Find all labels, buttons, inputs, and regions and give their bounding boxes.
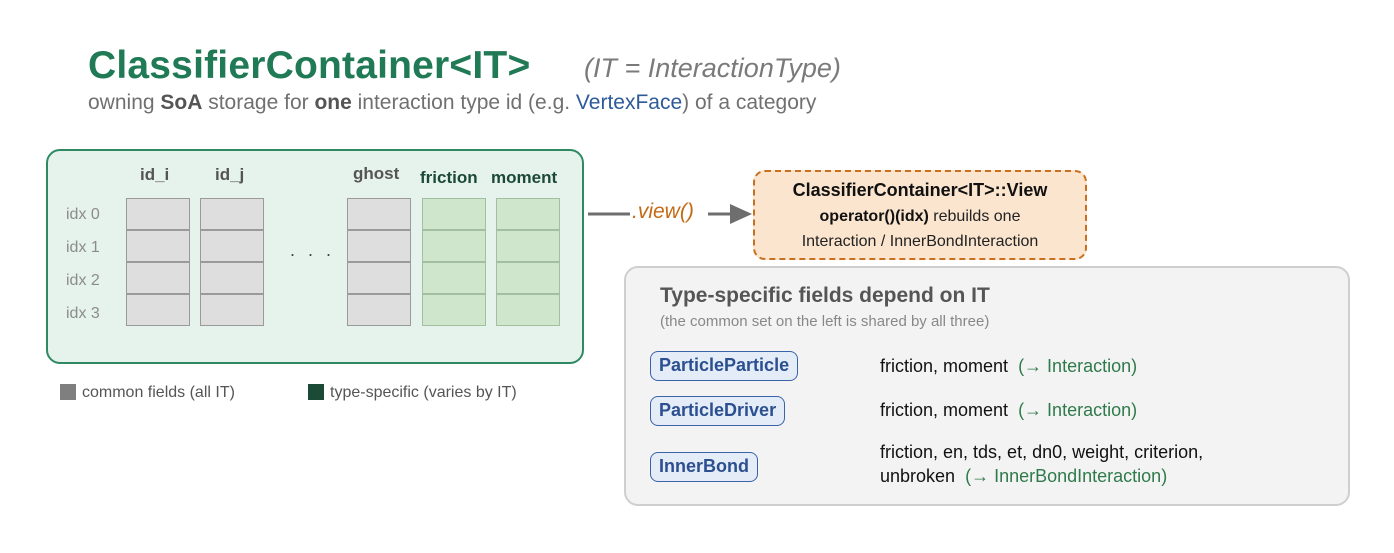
type-pill-inner-bond: InnerBond (650, 452, 758, 482)
legend-common-label: common fields (all IT) (82, 384, 235, 401)
type-fields-particle-driver: friction, moment (→ Interaction) (880, 398, 1137, 422)
fields-line-2: unbroken (→ InnerBondInteraction) (880, 464, 1203, 488)
fields-text: friction, en, tds, et, dn0, weight, crit… (880, 442, 1204, 462)
cell (496, 198, 560, 230)
cell (422, 230, 486, 262)
cell (200, 198, 264, 230)
arrow-head-icon (730, 204, 752, 224)
cell (496, 262, 560, 294)
cell (422, 262, 486, 294)
subtitle-mid1: storage for (202, 91, 315, 114)
view-box: ClassifierContainer<IT>::View operator()… (753, 170, 1087, 260)
row-label-2: idx 2 (66, 272, 100, 289)
cell (200, 230, 264, 262)
column-id-j (200, 198, 264, 326)
column-ghost (347, 198, 411, 326)
column-moment (496, 198, 560, 326)
legend-common-swatch (60, 384, 76, 400)
fields-text-2: unbroken (880, 466, 956, 486)
type-pill-particle-particle: ParticleParticle (650, 351, 799, 381)
cell (347, 198, 411, 230)
subtitle: owning SoA storage for one interaction t… (88, 91, 816, 115)
cell (422, 294, 486, 326)
legend-specific-swatch (308, 384, 324, 400)
legend-specific-label: type-specific (varies by IT) (330, 384, 517, 401)
row-label-1: idx 1 (66, 239, 100, 256)
cell (496, 230, 560, 262)
view-operator: operator()(idx) (819, 208, 929, 225)
view-description-line-2: Interaction / InnerBondInteraction (801, 233, 1039, 250)
panel-title: Type-specific fields depend on IT (660, 284, 990, 307)
subtitle-soa: SoA (160, 91, 203, 114)
cell (200, 294, 264, 326)
cell (126, 198, 190, 230)
fields-target: (→ InnerBondInteraction) (965, 466, 1168, 486)
subtitle-mid2: interaction type id (e.g. (351, 91, 576, 114)
column-id-i (126, 198, 190, 326)
view-arrow (588, 204, 752, 224)
subtitle-one: one (314, 91, 352, 114)
fields-target: (→ Interaction) (1018, 400, 1138, 420)
page-title: ClassifierContainer<IT> (88, 44, 531, 87)
column-header-friction: friction (420, 168, 478, 187)
view-title: ClassifierContainer<IT>::View (792, 180, 1048, 200)
type-pill-particle-driver: ParticleDriver (650, 396, 786, 426)
row-label-3: idx 3 (66, 305, 100, 322)
view-description-line-1: operator()(idx) rebuilds one (755, 208, 1085, 226)
view-call-label: .view() (632, 200, 694, 223)
cell (347, 262, 411, 294)
fields-target: (→ Interaction) (1018, 356, 1138, 376)
view-line1-rest: rebuilds one (928, 208, 1021, 225)
panel-subtitle: (the common set on the left is shared by… (660, 313, 990, 330)
column-header-id-j: id_j (215, 165, 245, 184)
column-ellipsis: . . . (290, 240, 336, 260)
type-fields-inner-bond: friction, en, tds, et, dn0, weight, crit… (880, 440, 1203, 488)
cell (496, 294, 560, 326)
subtitle-example: VertexFace (575, 91, 683, 114)
fields-text: friction, moment (880, 400, 1009, 420)
column-header-id-i: id_i (140, 165, 170, 184)
subtitle-suffix: ) of a category (682, 91, 817, 114)
column-header-moment: moment (491, 168, 558, 187)
fields-text: friction, moment (880, 356, 1009, 376)
cell (126, 262, 190, 294)
cell (347, 294, 411, 326)
column-header-ghost: ghost (353, 164, 400, 183)
title-note: (IT = InteractionType) (584, 53, 841, 83)
type-fields-particle-particle: friction, moment (→ Interaction) (880, 354, 1137, 378)
cell (422, 198, 486, 230)
cell (126, 294, 190, 326)
cell (347, 230, 411, 262)
column-friction (422, 198, 486, 326)
cell (200, 262, 264, 294)
row-label-0: idx 0 (66, 206, 100, 223)
subtitle-prefix: owning (88, 91, 161, 114)
cell (126, 230, 190, 262)
